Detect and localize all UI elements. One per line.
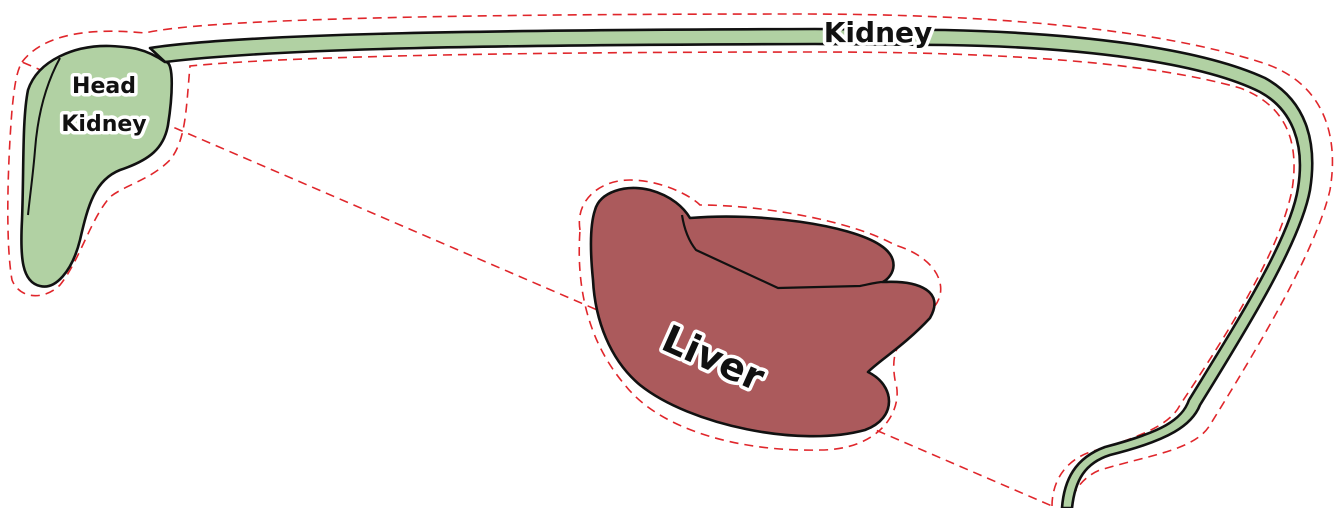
head-kidney-label-line1: Head [72, 74, 136, 99]
liver-shape [591, 188, 934, 436]
kidney-label: Kidney [824, 16, 933, 49]
head-kidney-label-line2: Kidney [61, 112, 146, 137]
